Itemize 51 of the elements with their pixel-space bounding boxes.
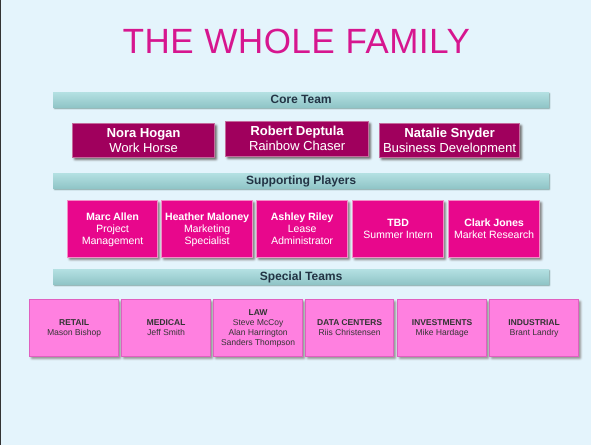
box-heading: DATA CENTERS — [316, 318, 382, 328]
section-title: Core Team — [270, 93, 332, 107]
box-heading: MEDICAL — [146, 318, 186, 328]
box-subtext: Marketing Specialist — [182, 222, 232, 248]
box-subtext: Mike Hardage — [416, 328, 468, 338]
box-subtext: Summer Intern — [363, 229, 433, 242]
special-team-box — [29, 299, 119, 357]
box-subtext: Jeff Smith — [147, 328, 185, 338]
special-team-box — [121, 299, 211, 357]
box-heading: INVESTMENTS — [412, 318, 472, 328]
box-heading: LAW — [248, 308, 268, 318]
section-banner — [53, 173, 549, 189]
supporting-member-box — [448, 200, 540, 258]
core-member-box — [72, 123, 215, 158]
box-heading: TBD — [387, 216, 409, 229]
supporting-member-box — [352, 200, 444, 258]
special-team-box — [305, 299, 394, 357]
box-heading: INDUSTRIAL — [508, 318, 560, 328]
supporting-member-box — [256, 200, 348, 258]
core-member-box — [379, 123, 520, 158]
box-subtext: Mason Bishop — [47, 328, 101, 338]
box-heading: Ashley Riley — [270, 210, 334, 223]
special-team-box — [213, 299, 303, 357]
section-title: Special Teams — [260, 270, 342, 284]
box-subtext: Brant Landry — [510, 328, 558, 338]
box-subtext: Lease Administrator — [270, 222, 334, 248]
special-team-box — [397, 299, 487, 357]
supporting-member-box — [67, 200, 158, 258]
box-subtext: Alan Harrington — [228, 328, 288, 338]
box-heading: Robert Deptula — [250, 124, 344, 139]
box-subtext: Steve McCoy — [232, 318, 284, 328]
section-banner — [53, 269, 549, 285]
special-team-box — [489, 299, 579, 357]
section-banner — [53, 92, 549, 108]
box-subtext: Market Research — [454, 229, 534, 242]
box-subtext: Business Development — [383, 140, 516, 156]
box-subtext: Rainbow Chaser — [248, 139, 346, 154]
box-heading: Nora Hogan — [106, 126, 180, 140]
box-heading: Marc Allen — [86, 210, 139, 223]
box-subtext: Riis Christensen — [318, 328, 380, 338]
box-heading: Clark Jones — [464, 216, 524, 229]
section-title: Supporting Players — [246, 174, 356, 188]
box-subtext: Project Management — [80, 222, 144, 248]
box-subtext: Work Horse — [109, 140, 178, 156]
box-heading: Heather Maloney — [164, 210, 250, 223]
box-heading: Natalie Snyder — [404, 126, 495, 140]
core-member-box — [225, 121, 369, 157]
box-subtext: Sanders Thompson — [220, 338, 296, 348]
supporting-member-box — [161, 200, 253, 258]
slide-title: THE WHOLE FAMILY — [122, 22, 472, 62]
box-heading: RETAIL — [58, 318, 90, 328]
